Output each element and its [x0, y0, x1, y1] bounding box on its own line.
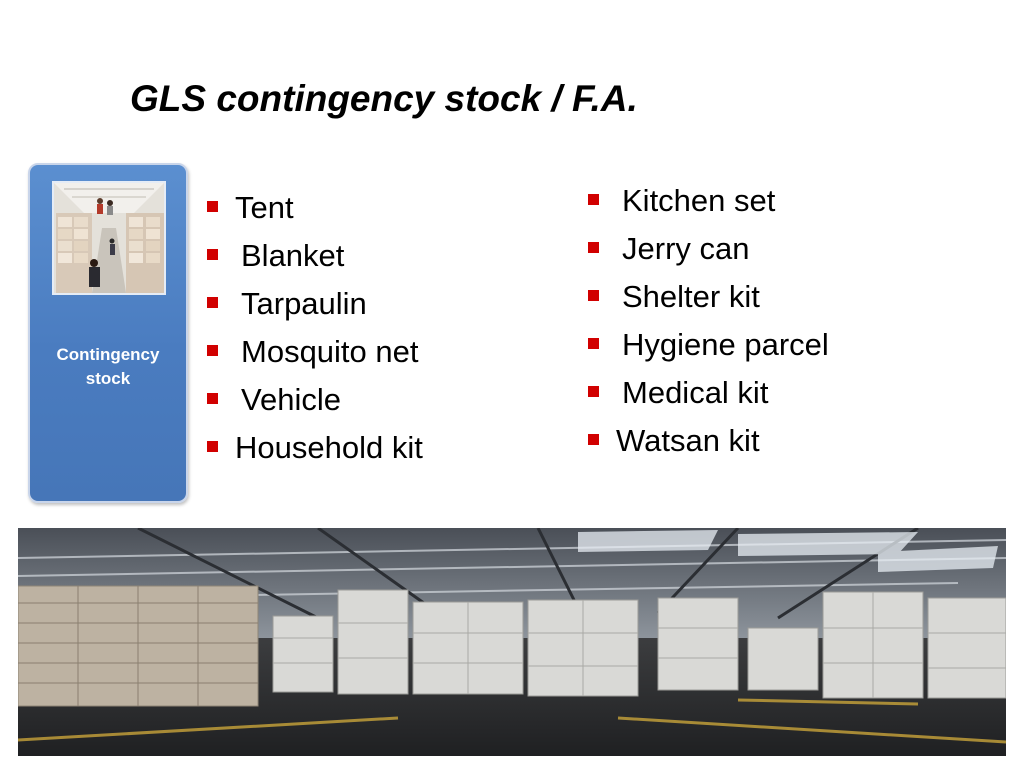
- square-bullet-icon: [207, 297, 218, 308]
- square-bullet-icon: [207, 441, 218, 452]
- list-item: Tarpaulin: [207, 280, 537, 328]
- contingency-stock-card: Contingency stock: [28, 163, 188, 503]
- list-item: Vehicle: [207, 376, 537, 424]
- list-item: Medical kit: [588, 369, 918, 417]
- list-item: Blanket: [207, 232, 537, 280]
- square-bullet-icon: [588, 434, 599, 445]
- list-item: Jerry can: [588, 225, 918, 273]
- card-label-line1: Contingency: [56, 345, 160, 364]
- square-bullet-icon: [207, 249, 218, 260]
- warehouse-aisle-illustration: [54, 183, 164, 293]
- list-item: Kitchen set: [588, 177, 918, 225]
- stock-items-left-list: Tent Blanket Tarpaulin Mosquito net Vehi…: [207, 184, 537, 472]
- slide-title: GLS contingency stock / F.A.: [130, 78, 638, 119]
- list-item: Watsan kit: [588, 417, 918, 465]
- square-bullet-icon: [588, 194, 599, 205]
- square-bullet-icon: [588, 386, 599, 397]
- square-bullet-icon: [207, 201, 218, 212]
- card-label-line2: stock: [85, 369, 131, 388]
- list-item: Mosquito net: [207, 328, 537, 376]
- list-item: Tent: [207, 184, 537, 232]
- warehouse-panorama-illustration: [18, 528, 1006, 756]
- square-bullet-icon: [207, 393, 218, 404]
- list-item: Shelter kit: [588, 273, 918, 321]
- stock-items-right-list: Kitchen set Jerry can Shelter kit Hygien…: [588, 177, 918, 465]
- square-bullet-icon: [588, 338, 599, 349]
- contingency-stock-label: Contingency stock: [30, 343, 186, 391]
- square-bullet-icon: [207, 345, 218, 356]
- warehouse-panorama-photo: [18, 528, 1006, 756]
- list-item: Hygiene parcel: [588, 321, 918, 369]
- square-bullet-icon: [588, 290, 599, 301]
- warehouse-aisle-photo: [52, 181, 166, 295]
- square-bullet-icon: [588, 242, 599, 253]
- list-item: Household kit: [207, 424, 537, 472]
